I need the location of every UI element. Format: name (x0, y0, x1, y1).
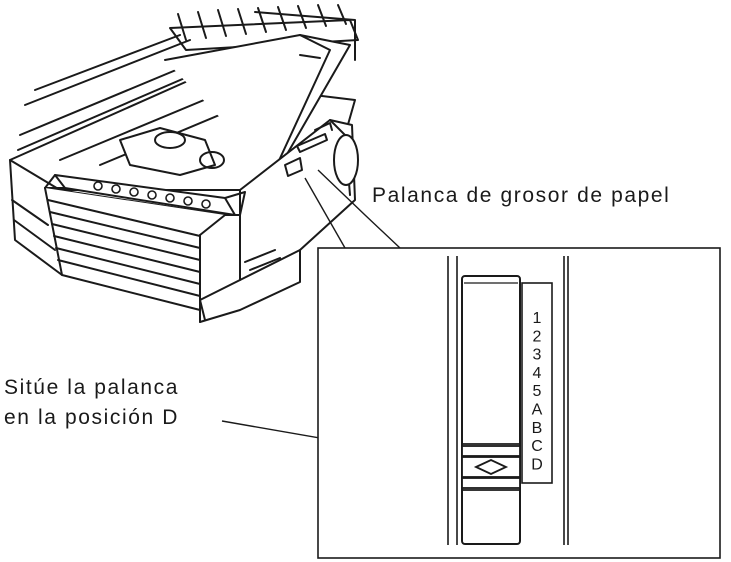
panel-button (201, 199, 211, 209)
printer-illustration (9, 4, 359, 323)
scale-mark-a: A (532, 402, 543, 419)
scale-mark-4: 4 (533, 365, 542, 382)
scale-mark-3: 3 (533, 347, 542, 364)
zoom-leader-line (304, 177, 346, 249)
panel-button (129, 187, 139, 197)
scale-mark-1: 1 (533, 310, 542, 327)
scale-mark-d: D (531, 456, 543, 473)
lever-name-label: Palanca de grosor de papel (372, 184, 671, 207)
lever-slot (461, 275, 521, 545)
zoom-leader-line (317, 169, 401, 249)
panel-button (183, 196, 193, 206)
panel-button (93, 181, 103, 191)
scale-mark-2: 2 (533, 328, 542, 345)
panel-button (147, 190, 157, 200)
instruction-text-line2: en la posición D (4, 406, 180, 429)
scale-mark-c: C (531, 438, 543, 455)
scale-plate (521, 282, 553, 484)
panel-button (111, 184, 121, 194)
instruction-text-line1: Sitúe la palanca (4, 376, 180, 399)
panel-button (165, 193, 175, 203)
scale-mark-5: 5 (533, 383, 542, 400)
panel-buttons (93, 181, 211, 209)
scale-mark-b: B (532, 420, 543, 437)
lever-knob (461, 443, 521, 491)
